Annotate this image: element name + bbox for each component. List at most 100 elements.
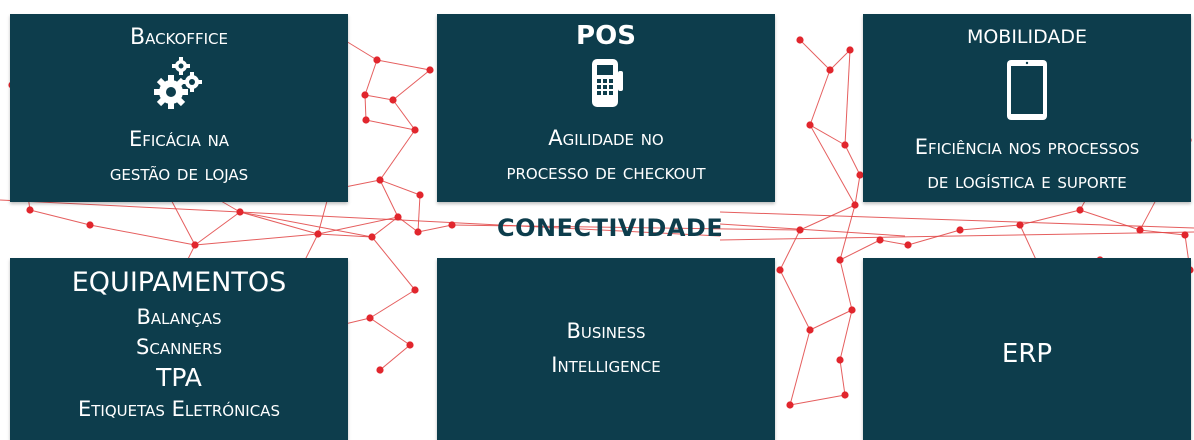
network-edge <box>839 309 853 361</box>
pos-title: POS <box>576 21 636 51</box>
network-edge <box>839 359 846 396</box>
erp-card[interactable]: ERP <box>863 258 1191 440</box>
network-edge <box>1079 209 1141 231</box>
network-edge <box>89 224 196 246</box>
network-edge <box>379 129 416 181</box>
network-node <box>373 56 381 64</box>
network-node <box>806 326 814 334</box>
network-node <box>1016 221 1024 229</box>
network-node <box>806 121 814 129</box>
network-edge <box>959 224 1021 231</box>
network-edge <box>844 144 861 176</box>
network-edge <box>239 211 373 238</box>
pos-desc-line1: Agilidade no <box>548 125 664 150</box>
network-edge <box>369 289 416 319</box>
equipamentos-title: EQUIPAMENTOS <box>71 267 287 298</box>
network-node <box>904 241 912 249</box>
equipamentos-item-scanners: Scanners <box>136 335 222 359</box>
network-edge <box>879 239 909 246</box>
backoffice-desc-line2: gestão de lojas <box>109 160 249 185</box>
network-node <box>376 366 384 374</box>
network-node <box>236 208 244 216</box>
network-edge <box>379 179 421 196</box>
network-edge <box>379 344 411 371</box>
network-edge <box>829 49 851 71</box>
network-edge <box>907 229 961 246</box>
network-node <box>376 176 384 184</box>
payment-terminal-icon <box>592 58 623 107</box>
network-node <box>26 206 34 214</box>
pos-card[interactable]: POS Agilidade no processo de checkout <box>437 14 775 202</box>
backoffice-title: Backoffice <box>129 25 229 50</box>
network-edge <box>371 216 399 238</box>
network-edge <box>29 209 91 226</box>
network-node <box>841 141 849 149</box>
network-edge <box>397 216 419 233</box>
network-node <box>776 266 784 274</box>
gears-icon <box>154 56 202 109</box>
network-node <box>826 66 834 74</box>
equipamentos-item-tpa: TPA <box>156 363 202 393</box>
business-intelligence-card[interactable]: Business Intelligence <box>437 258 775 440</box>
mobilidade-card[interactable]: MOBILIDADE Eficiência nos processos de l… <box>863 14 1191 202</box>
pos-desc-line2: processo de checkout <box>506 159 706 184</box>
network-edge <box>719 231 1194 241</box>
network-edge <box>809 69 831 126</box>
network-node <box>406 341 414 349</box>
backoffice-card[interactable]: Backoffice Eficácia na gestão <box>10 14 348 202</box>
network-node <box>414 228 422 236</box>
network-edge <box>809 124 846 146</box>
network-edge <box>839 239 881 261</box>
bi-line1: Business <box>566 319 646 343</box>
network-edge <box>0 199 721 237</box>
network-node <box>1181 231 1189 239</box>
network-edge <box>371 236 416 291</box>
network-edge <box>417 224 453 233</box>
network-node <box>796 226 804 234</box>
mobilidade-title: MOBILIDADE <box>966 26 1088 48</box>
network-node <box>361 91 369 99</box>
conectividade-label: CONECTIVIDADE <box>497 214 724 242</box>
network-edge <box>379 179 399 218</box>
network-node <box>1136 226 1144 234</box>
network-node <box>956 226 964 234</box>
network-edge <box>809 124 856 206</box>
network-edge <box>839 259 853 311</box>
network-node <box>846 46 854 54</box>
network-node <box>876 236 884 244</box>
network-edge <box>365 119 416 131</box>
network-node <box>848 306 856 314</box>
erp-title: ERP <box>1001 339 1053 369</box>
bi-line2: Intelligence <box>551 353 661 378</box>
network-edge <box>317 233 373 238</box>
equipamentos-card[interactable]: EQUIPAMENTOS Balanças Scanners TPA Etiqu… <box>10 258 348 440</box>
network-node <box>836 356 844 364</box>
network-edge <box>779 269 811 331</box>
network-node <box>448 221 456 229</box>
network-edge <box>854 174 861 206</box>
tablet-icon <box>1007 59 1047 120</box>
network-edge <box>799 39 831 71</box>
network-node <box>836 256 844 264</box>
network-node <box>851 201 859 209</box>
network-edge <box>789 394 846 406</box>
network-edge <box>799 204 856 231</box>
network-edge <box>779 229 801 271</box>
network-edge <box>364 59 378 96</box>
network-edge <box>369 317 411 346</box>
network-edge <box>239 211 319 235</box>
network-node <box>856 171 864 179</box>
equipamentos-item-etiquetas: Etiquetas Eletrónicas <box>78 396 280 421</box>
network-edge <box>364 94 367 121</box>
network-node <box>86 221 94 229</box>
network-edge <box>719 223 906 237</box>
network-node <box>394 213 402 221</box>
network-node <box>362 116 370 124</box>
network-edge <box>194 233 319 246</box>
network-edge <box>194 211 241 246</box>
network-node <box>426 66 434 74</box>
network-edge <box>392 99 416 131</box>
network-node <box>389 96 397 104</box>
backoffice-desc-line1: Eficácia na <box>128 126 230 151</box>
network-node <box>1076 206 1084 214</box>
